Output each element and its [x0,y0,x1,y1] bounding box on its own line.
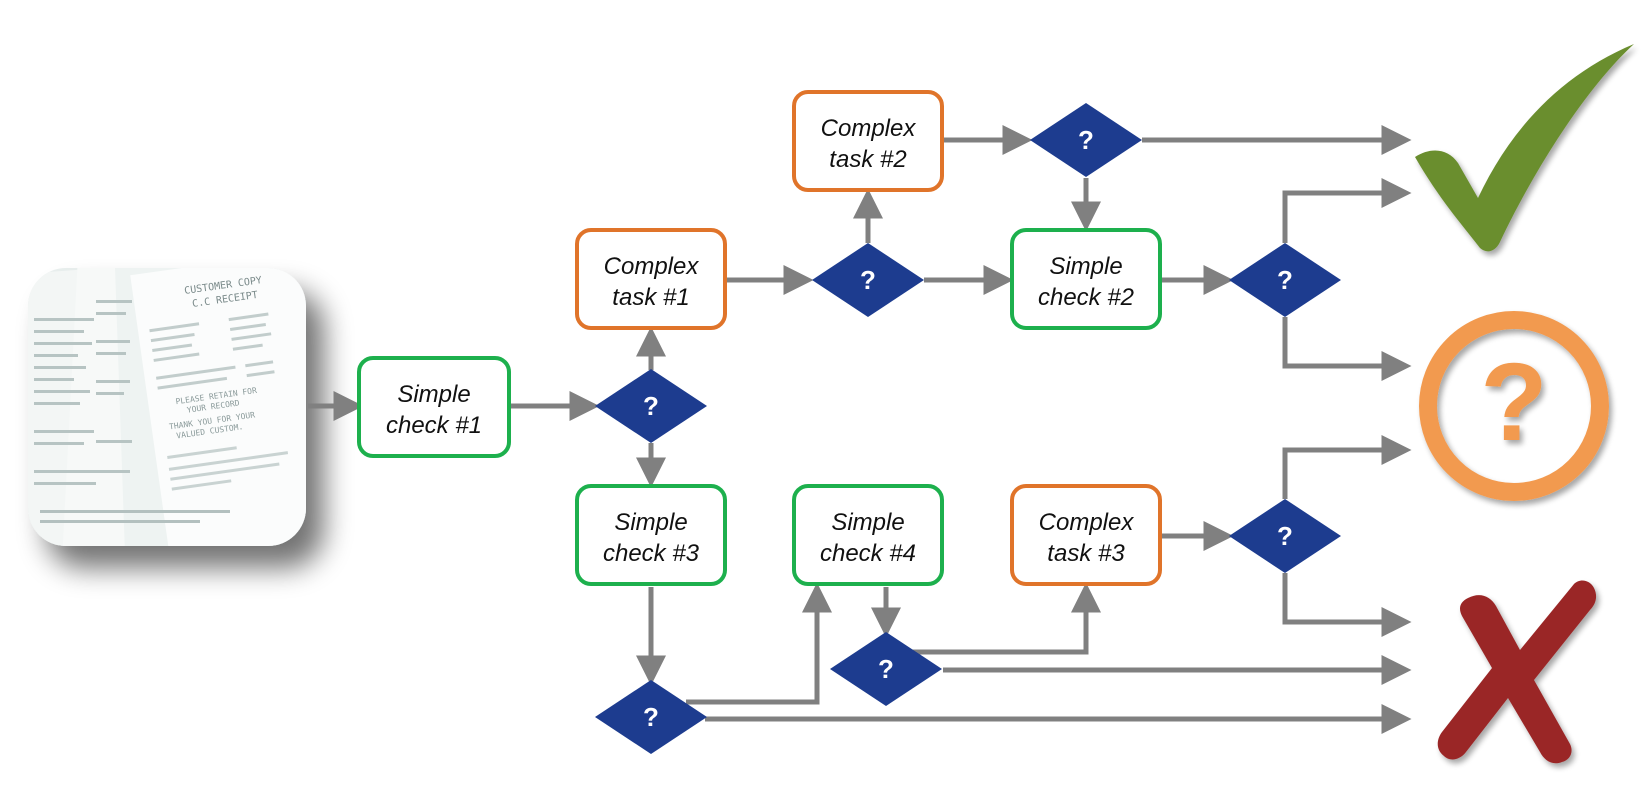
box-complex-task-3-line2: task #3 [1047,540,1125,567]
arrow-d4-to-unknown [1282,317,1412,381]
arrow-d6-to-ct3 [910,582,1101,655]
box-simple-check-1: Simple check #1 [357,356,511,458]
decision-diamond-4-label: ? [1277,265,1293,295]
box-complex-task-3-line1: Complex [1039,509,1135,536]
box-complex-task-1-line1: Complex [604,253,700,280]
box-simple-check-4-line1: Simple [831,509,904,536]
box-simple-check-2: Simple check #2 [1010,228,1162,330]
box-simple-check-2-line1: Simple [1049,253,1122,280]
box-simple-check-1-line2: check #1 [386,412,482,439]
decision-diamond-1: ? [595,369,707,443]
question-circle-label: ? [1480,341,1547,464]
box-simple-check-1-line1: Simple [397,381,470,408]
decision-diamond-3-label: ? [1078,125,1094,155]
question-circle-icon: ? [1419,311,1609,501]
decision-diamond-7-label: ? [643,702,659,732]
arrow-d7-to-sc4 [686,582,832,705]
decision-diamond-6: ? [830,632,942,706]
box-complex-task-2: Complex task #2 [792,90,944,192]
decision-diamond-5-label: ? [1277,521,1293,551]
decision-diamond-2-label: ? [860,265,876,295]
decision-diamond-5: ? [1229,499,1341,573]
box-simple-check-4-line2: check #4 [820,540,916,567]
box-complex-task-2-line1: Complex [821,115,917,142]
box-simple-check-3: Simple check #3 [575,484,727,586]
box-simple-check-3-line2: check #3 [603,540,700,567]
decision-diamond-6-label: ? [878,654,894,684]
receipts-image: CUSTOMER COPY C.C RECEIPT PLEASE RETAIN … [28,268,306,546]
decision-diamond-4: ? [1229,243,1341,317]
arrow-d5-to-unknown [1282,435,1412,499]
box-complex-task-1-line2: task #1 [612,284,689,311]
box-complex-task-1: Complex task #1 [575,228,727,330]
box-complex-task-3: Complex task #3 [1010,484,1162,586]
decision-diamond-3: ? [1030,103,1142,177]
decision-diamond-2: ? [812,243,924,317]
box-complex-task-2-line2: task #2 [829,146,906,173]
arrow-d4-to-ok [1282,178,1412,243]
box-simple-check-2-line2: check #2 [1038,284,1134,311]
connectors [308,125,1412,734]
checkmark-icon [1415,44,1634,252]
decision-diamond-1-label: ? [643,391,659,421]
decision-diamond-7: ? [595,680,707,754]
arrow-d5-to-fail [1282,573,1412,637]
box-simple-check-3-line1: Simple [614,509,687,536]
box-simple-check-4: Simple check #4 [792,484,944,586]
cross-icon [1437,580,1597,764]
